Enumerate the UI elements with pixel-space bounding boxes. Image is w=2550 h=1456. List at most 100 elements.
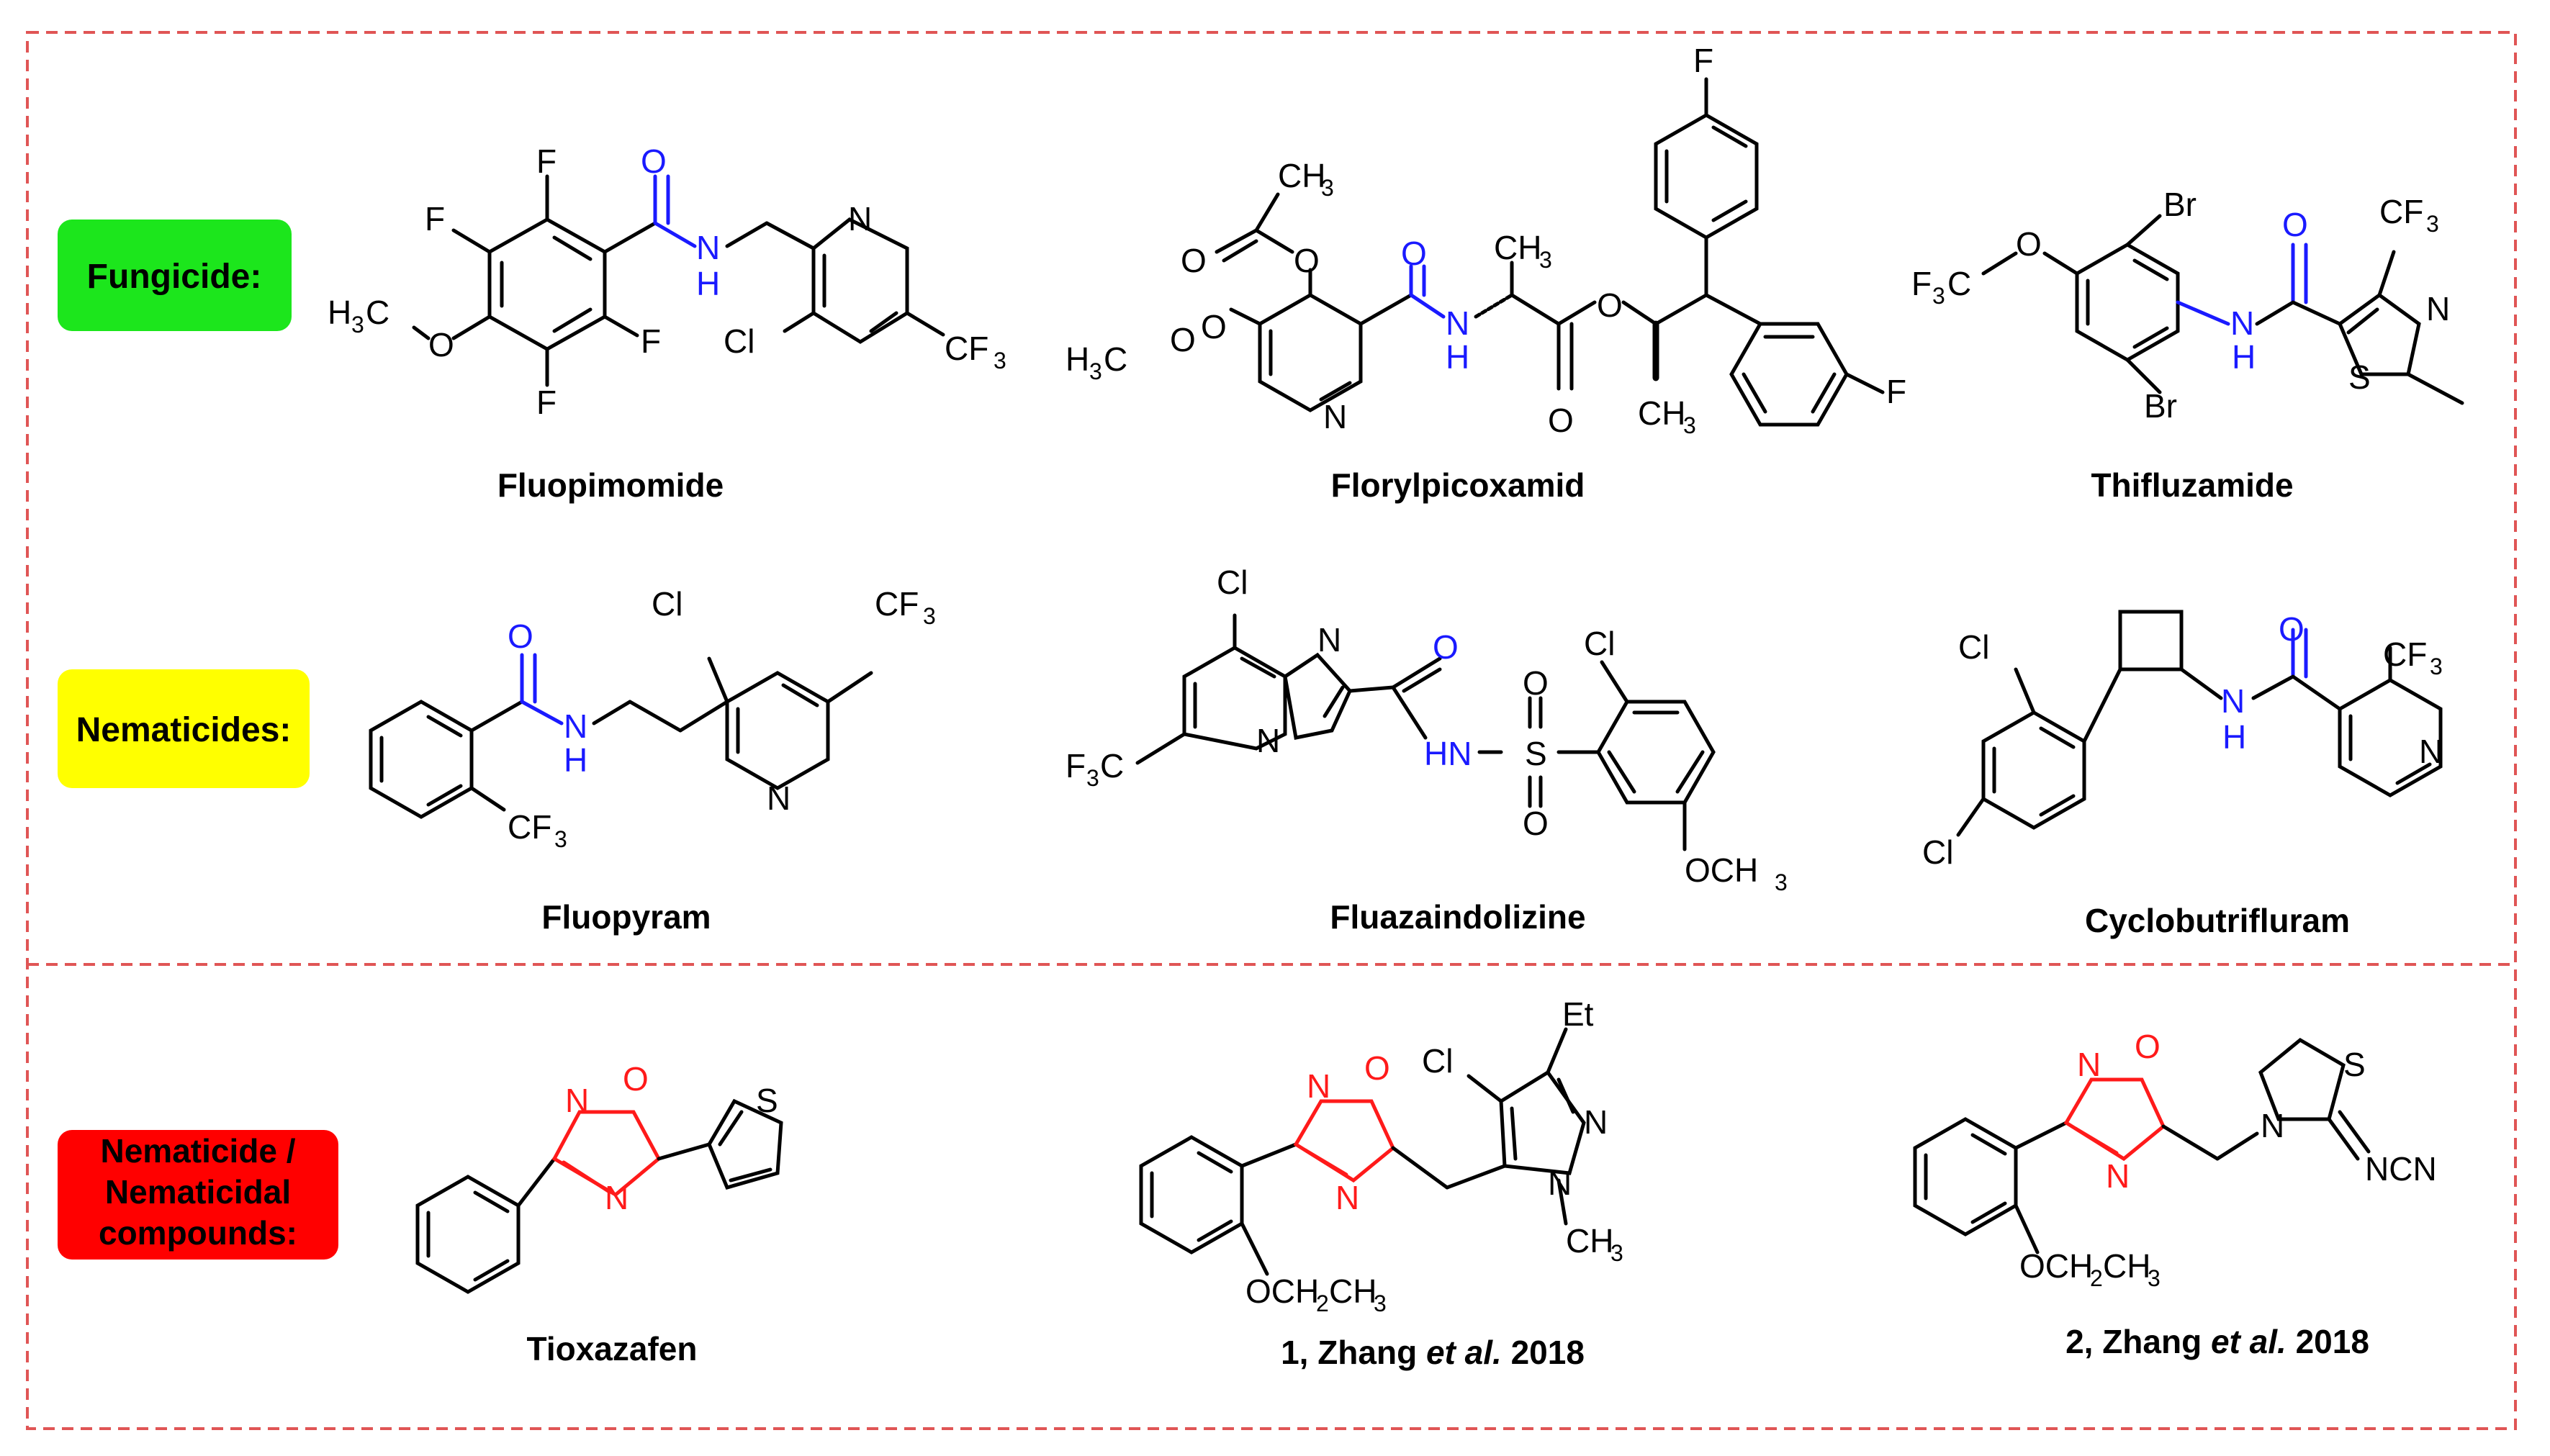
atom-label: C — [1947, 265, 1971, 302]
fluazaindolizine-structure — [1135, 613, 1716, 851]
compound-name-fluazaindolizine: Fluazaindolizine — [1330, 898, 1585, 936]
compound-1-labels: Et Cl N O N N N CH 3 OCH 2 CH 3 — [1245, 995, 1623, 1316]
atom-label: CH — [2103, 1247, 2150, 1285]
atom-label: N — [1548, 1165, 1572, 1202]
atom-label: S — [2348, 358, 2371, 396]
atom-label: N — [565, 1082, 589, 1119]
atom-label: O — [1170, 321, 1196, 358]
atom-label: Cl — [1958, 628, 1989, 666]
thifluzamide-structure — [1981, 214, 2464, 405]
atom-label: N — [767, 779, 790, 817]
nematicidal-badge: Nematicide / Nematicidal compounds: — [58, 1130, 338, 1260]
atom-label: O — [1433, 628, 1459, 666]
compound-name-florylpicoxamid: Florylpicoxamid — [1331, 466, 1585, 504]
atom-label: 3 — [1321, 175, 1334, 201]
atom-label: H — [2222, 718, 2246, 756]
atom-label: N — [564, 707, 587, 745]
atom-label: F — [1693, 42, 1713, 79]
nematicidal-label-line-3: compounds: — [99, 1214, 297, 1252]
atom-label: OCH — [1685, 851, 1758, 889]
atom-label: N — [2077, 1046, 2101, 1083]
compound-name-2: 2, Zhang et al. 2018 — [2065, 1323, 2369, 1360]
atom-label: N — [696, 229, 720, 266]
atom-label: 2 — [2090, 1265, 2103, 1291]
atom-label: S — [2343, 1046, 2366, 1083]
compound-1-name-part-1: 1, Zhang — [1281, 1334, 1426, 1371]
atom-label: F — [1065, 747, 1086, 784]
nematicides-label: Nematicides: — [76, 711, 292, 749]
atom-label: 3 — [554, 826, 567, 852]
atom-label: 3 — [2430, 654, 2443, 679]
compound-2-structure — [1913, 1037, 2371, 1254]
atom-label: C — [1100, 747, 1124, 784]
atom-label: O — [2282, 206, 2308, 243]
nematicidal-label-line-1: Nematicide / — [101, 1132, 296, 1170]
atom-label: Cl — [1922, 833, 1953, 871]
atom-label: O — [1597, 286, 1623, 324]
atom-label: S — [1525, 735, 1547, 772]
fungicide-badge: Fungicide: — [58, 220, 292, 331]
fluazaindolizine-labels: Cl N O Cl N O HN S O F 3 C OCH 3 — [1065, 564, 1788, 895]
compound-name-tioxazafen: Tioxazafen — [527, 1330, 698, 1367]
atom-label: O — [428, 326, 454, 363]
atom-label: O — [1523, 805, 1549, 842]
outer-dashed-border — [26, 31, 2517, 1430]
nematicidal-label-line-2: Nematicidal — [105, 1173, 291, 1211]
florylpicoxamid-structure — [1215, 77, 1885, 427]
atom-label: Et — [1562, 995, 1594, 1033]
atom-label: F — [536, 143, 557, 180]
compound-1-name-part-3: 2018 — [1502, 1334, 1585, 1371]
atom-label: 3 — [1932, 283, 1945, 309]
atom-label: N — [848, 200, 872, 238]
atom-label: 3 — [923, 603, 936, 629]
atom-label: F — [425, 200, 445, 238]
atom-label: O — [1294, 242, 1320, 279]
atom-label: O — [2279, 610, 2305, 648]
atom-label: O — [1523, 664, 1549, 702]
atom-label: NCN — [2365, 1150, 2437, 1188]
compound-1-name-part-2: et al. — [1426, 1334, 1502, 1371]
atom-label: OCH — [2019, 1247, 2093, 1285]
atom-label: C — [366, 294, 389, 331]
atom-label: CH — [1638, 394, 1685, 432]
atom-label: N — [1323, 398, 1347, 435]
atom-label: C — [1104, 340, 1127, 378]
atom-label: CH — [1566, 1222, 1613, 1260]
atom-label: 3 — [1683, 412, 1696, 438]
atom-label: F — [1886, 373, 1906, 410]
atom-label: N — [1317, 621, 1341, 659]
atom-label: Cl — [1584, 625, 1615, 662]
fluopimomide-structure — [412, 174, 945, 387]
atom-label: O — [1364, 1049, 1390, 1087]
compound-name-fluopimomide: Fluopimomide — [497, 466, 724, 504]
thifluzamide-labels: Br O CF 3 F 3 C O N H N S Br — [1911, 186, 2450, 425]
atom-label: 3 — [1539, 247, 1552, 273]
atom-label: H — [564, 741, 587, 779]
atom-label: Br — [2144, 387, 2177, 425]
tioxazafen-structure — [415, 1098, 783, 1294]
atom-label: N — [1446, 304, 1469, 342]
atom-label: H — [2232, 338, 2256, 376]
atom-label: Cl — [652, 585, 682, 623]
atom-label: N — [2221, 682, 2245, 720]
fluopimomide-labels: F F O N H N F F Cl CF 3 H 3 C O — [328, 143, 1006, 421]
atom-label: CF — [2379, 193, 2423, 230]
atom-label: 3 — [1610, 1240, 1623, 1266]
compound-2-name-part-2: et al. — [2211, 1323, 2287, 1360]
florylpicoxamid-labels: F CH 3 O O O CH 3 O H 3 C O N N H O O CH… — [1065, 42, 1906, 439]
atom-label: CF — [508, 808, 551, 846]
atom-label: CH — [1494, 229, 1541, 266]
atom-label: CH — [1278, 157, 1325, 194]
compound-2-labels: N O S N N NCN OCH 2 CH 3 — [2019, 1028, 2437, 1291]
tioxazafen-labels: N O S N — [565, 1060, 778, 1216]
cyclobutrifluram-labels: Cl O CF 3 N H N Cl — [1922, 610, 2443, 871]
atom-label: 3 — [2426, 211, 2439, 237]
atom-label: 3 — [1374, 1290, 1387, 1316]
cyclobutrifluram-structure — [1956, 610, 2443, 837]
atom-label: O — [1201, 308, 1227, 345]
atom-label: O — [2016, 225, 2042, 263]
atom-label: 3 — [1089, 358, 1102, 384]
atom-label: 3 — [2148, 1265, 2161, 1291]
atom-label: N — [1584, 1103, 1608, 1141]
